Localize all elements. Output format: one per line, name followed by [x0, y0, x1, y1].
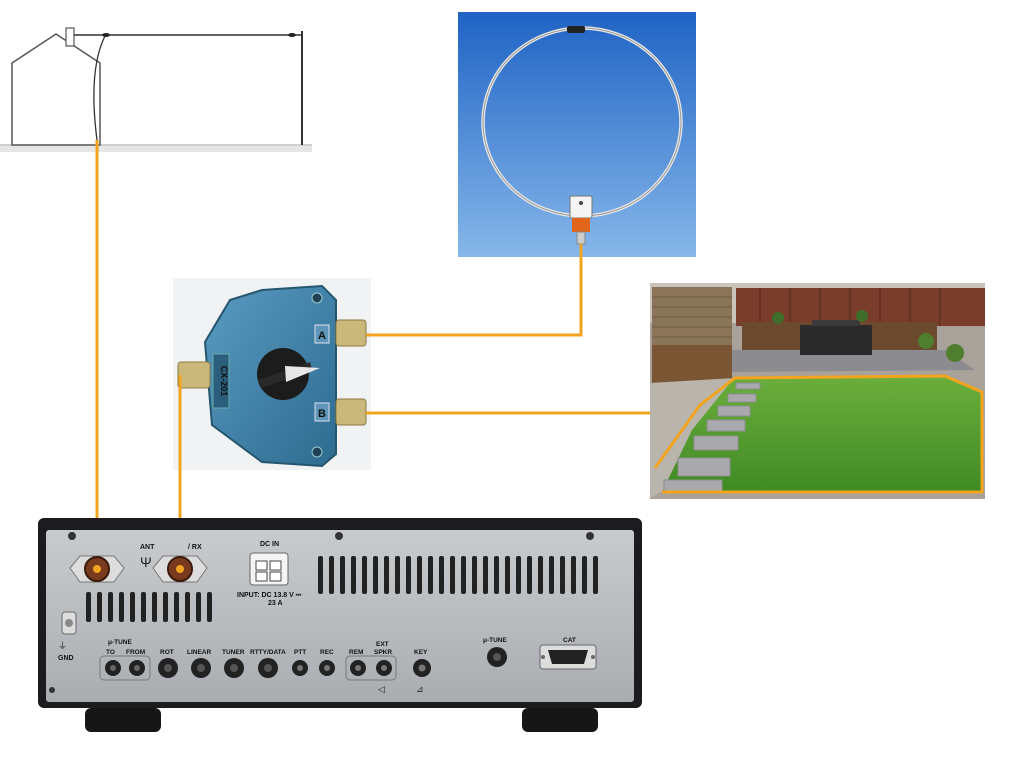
rem-label: REM	[349, 649, 363, 656]
magnetic-loop-antenna-icon	[458, 12, 696, 257]
port-b-label: B	[318, 408, 326, 420]
from-label: FROM	[126, 649, 145, 656]
cat-port[interactable]	[539, 644, 597, 670]
linear-label: LINEAR	[187, 649, 212, 656]
port-b-plate: B	[314, 402, 330, 422]
wire-feed	[93, 35, 106, 141]
insulator-1	[102, 33, 110, 37]
house-wire-antenna	[0, 27, 312, 152]
rtty-label: RTTY/DATA	[250, 649, 286, 656]
vent-right	[318, 556, 598, 594]
tune-din-jack[interactable]	[487, 647, 507, 667]
rx-label: / RX	[188, 544, 202, 551]
ext-label: EXT	[376, 641, 389, 648]
connector-common[interactable]	[177, 361, 211, 389]
key-jack[interactable]	[413, 659, 431, 677]
switch-knob[interactable]	[257, 348, 320, 400]
ptt-label: PTT	[294, 649, 306, 656]
port-a-plate: A	[314, 324, 330, 344]
patio	[732, 350, 975, 372]
insulator-2	[288, 33, 296, 37]
ant-label: ANT	[140, 544, 155, 551]
foot-left	[85, 708, 161, 732]
spkr-label: SPKR	[374, 649, 392, 656]
ground-terminal[interactable]	[61, 611, 77, 635]
foot-right	[522, 708, 598, 732]
connector-a[interactable]	[335, 319, 367, 347]
garden-lawn-icon	[650, 283, 985, 499]
tune-from-jack[interactable]	[129, 660, 145, 676]
loop-connector	[567, 26, 585, 33]
switch-model-plate: CX-201	[212, 353, 230, 409]
rec-jack[interactable]	[319, 660, 335, 676]
coax-switch: CX-201 A B	[173, 278, 371, 470]
rem-jack[interactable]	[350, 660, 366, 676]
tune-top-label: μ-TUNE	[108, 639, 133, 646]
vent-left	[86, 592, 212, 622]
tune-to-jack[interactable]	[105, 660, 121, 676]
lawn	[662, 376, 982, 492]
amp-rating-label: 23 A	[268, 600, 283, 607]
transceiver-rear-panel: ANT / RX Ψ DC IN INPUT: DC 13.8 V ⎓ 23 A	[38, 518, 642, 732]
linear-jack[interactable]	[191, 658, 211, 678]
rot-label: ROT	[160, 649, 174, 656]
input-rating-label: INPUT: DC 13.8 V ⎓	[237, 592, 302, 599]
ground-strip	[0, 144, 312, 152]
tune-label: μ-TUNE	[483, 637, 508, 644]
port-a-label: A	[318, 330, 326, 342]
loop-coupler-base	[572, 218, 590, 232]
dc-in-socket[interactable]	[249, 552, 289, 586]
to-label: TO	[106, 649, 115, 656]
rot-jack[interactable]	[158, 658, 178, 678]
lawn-antenna-outline	[653, 374, 984, 494]
rtty-jack[interactable]	[258, 658, 278, 678]
rx-connector[interactable]	[152, 555, 208, 583]
tuner-jack[interactable]	[224, 658, 244, 678]
ant-connector[interactable]	[69, 555, 125, 583]
ground-symbol-icon: ⏚	[58, 641, 67, 651]
loop-coupler-box	[569, 195, 593, 219]
tuner-label: TUNER	[222, 649, 245, 656]
antenna-symbol-icon: Ψ	[140, 554, 152, 570]
dc-in-label: DC IN	[260, 541, 279, 548]
cable-a-to-loop	[366, 244, 583, 337]
ptt-jack[interactable]	[292, 660, 308, 676]
key-symbol-icon: ⊿	[416, 684, 424, 694]
coax-cables	[95, 140, 650, 560]
speaker-icon: ◁	[378, 684, 385, 694]
key-label: KEY	[414, 649, 428, 656]
cat-label: CAT	[563, 637, 576, 644]
connector-b[interactable]	[335, 398, 367, 426]
house-icon	[11, 27, 101, 146]
patio-furniture	[800, 325, 872, 355]
switch-model-label: CX-201	[219, 366, 229, 397]
rec-label: REC	[320, 649, 334, 656]
ext-spkr-jack[interactable]	[376, 660, 392, 676]
gnd-label: GND	[58, 655, 74, 662]
stepping-stones	[663, 382, 761, 493]
